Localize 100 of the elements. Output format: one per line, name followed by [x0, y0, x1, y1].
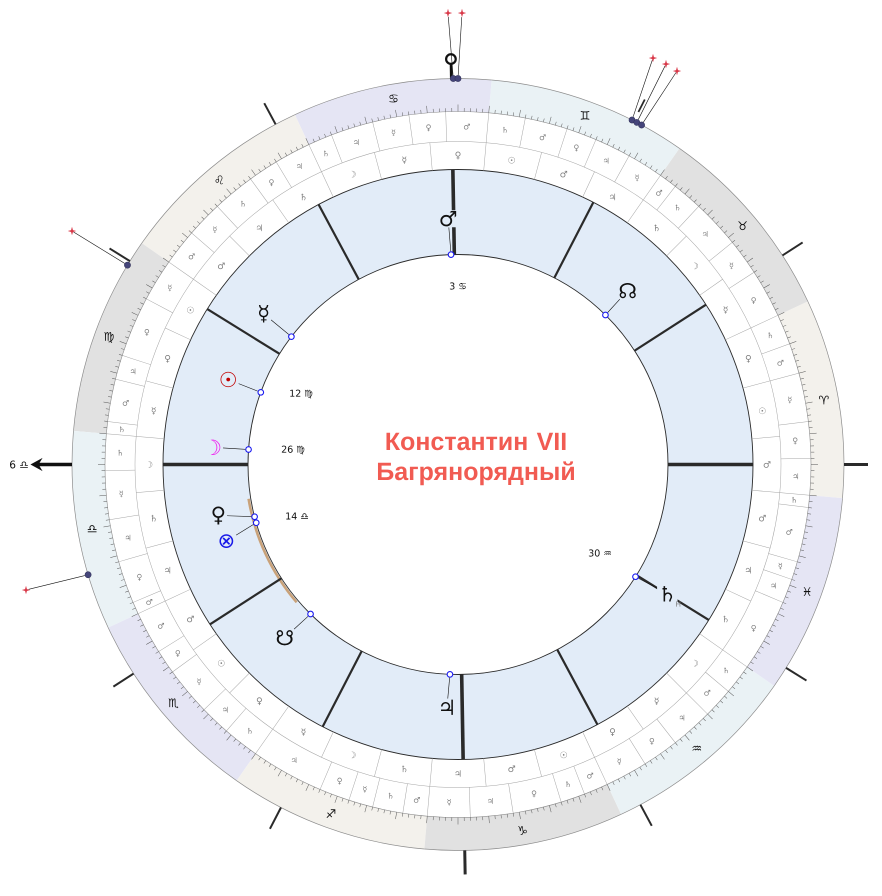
decan-symbol: ☉	[187, 306, 194, 314]
term-symbol: ♂	[587, 772, 594, 779]
term-symbol: ♄	[724, 667, 728, 674]
term-symbol: ♀	[792, 438, 798, 444]
decan-symbol: ☽	[352, 170, 356, 178]
term-symbol: ♂	[464, 124, 470, 130]
term-symbol: ♀	[269, 179, 274, 186]
star-marker	[458, 8, 466, 18]
leader-line	[270, 320, 290, 335]
term-symbol: ♄	[248, 728, 252, 734]
decan-symbol: ♃	[165, 566, 170, 574]
leader-line	[632, 60, 653, 118]
term-symbol: ♀	[751, 624, 756, 632]
decan-symbol: ☽	[694, 660, 698, 666]
decan-symbol: ☿	[402, 156, 406, 164]
term-symbol: ☿	[778, 562, 782, 570]
term-symbol: ♀	[176, 650, 180, 657]
decan-symbol: ♃	[455, 770, 461, 777]
decan-symbol: ♃	[256, 224, 262, 232]
decan-symbol: ♀	[746, 354, 751, 363]
decan-symbol: ♀	[256, 697, 262, 706]
star-marker	[672, 66, 682, 76]
star-marker	[662, 60, 670, 68]
term-symbol: ♃	[292, 757, 296, 764]
degree-label: 26 ♍	[282, 446, 304, 454]
term-symbol: ♃	[297, 163, 302, 169]
planet-symbol: ☋	[274, 629, 295, 646]
term-symbol: ♂	[158, 622, 164, 629]
decan-symbol: ☿	[302, 728, 306, 736]
decan-symbol: ♃	[746, 566, 751, 574]
degree-label: 30 ♒	[588, 549, 611, 557]
term-symbol: ☿	[120, 490, 124, 498]
decan-symbol: ☿	[724, 306, 728, 314]
planet-symbol: ☊	[618, 282, 638, 300]
term-symbol: ♃	[794, 473, 798, 480]
term-symbol: ☿	[168, 284, 172, 292]
leader-line	[448, 227, 452, 252]
leader-line	[236, 524, 254, 536]
leader-line	[226, 515, 252, 517]
decan-symbol: ☉	[218, 660, 225, 666]
term-symbol: ♄	[120, 426, 124, 432]
planet-symbol: ⊗	[216, 533, 236, 549]
term-symbol: ♃	[604, 158, 608, 164]
leader-line	[294, 616, 308, 630]
term-symbol: ♀	[137, 574, 142, 581]
zodiac-sign: ♈	[819, 396, 829, 404]
decan-symbol: ☉	[759, 408, 766, 414]
term-symbol: ♀	[337, 778, 342, 785]
decan-symbol: ♄	[301, 194, 306, 200]
term-symbol: ♂	[656, 190, 662, 196]
term-symbol: ♂	[786, 528, 792, 535]
decan-symbol: ♄	[152, 514, 156, 522]
term-symbol: ♃	[223, 706, 228, 713]
term-symbol: ♄	[388, 792, 392, 799]
decan-symbol: ☽	[694, 262, 698, 270]
leader-line	[643, 72, 676, 122]
decan-symbol: ♀	[455, 152, 461, 160]
decan-symbol: ♄	[724, 616, 728, 622]
chart-title: Константин VII Багрянорядный	[378, 432, 574, 486]
decan-symbol: ♀	[610, 728, 616, 736]
term-symbol: ♄	[566, 781, 570, 788]
leader-line	[238, 383, 258, 392]
term-symbol: ♃	[126, 534, 130, 541]
decan-symbol: ♂	[560, 170, 568, 178]
term-symbol: ♀	[751, 297, 756, 304]
term-symbol: ☿	[730, 262, 734, 270]
leader-line	[638, 578, 658, 588]
term-symbol: ♄	[118, 450, 122, 456]
term-symbol: ♀	[144, 329, 150, 336]
decan-symbol: ♄	[654, 224, 659, 232]
zodiac-sign: ♉	[738, 221, 747, 230]
decan-symbol: ☿	[152, 407, 156, 415]
decan-symbol: ♄	[402, 766, 406, 772]
term-symbol: ♄	[792, 496, 796, 503]
term-symbol: ♂	[540, 134, 546, 140]
decan-symbol: ♂	[218, 262, 225, 270]
decan-symbol: ☽	[148, 461, 152, 468]
decan-symbol: ♃	[610, 194, 616, 200]
term-symbol: ♂	[188, 253, 195, 260]
term-symbol: ♃	[130, 368, 136, 374]
zodiac-sign: ♍	[104, 332, 114, 343]
term-symbol: ♀	[574, 144, 579, 152]
degree-label: 12 ♍	[290, 390, 312, 398]
star-marker	[444, 8, 452, 18]
term-symbol: ♄	[324, 150, 328, 156]
decan-symbol: ♂	[758, 514, 766, 522]
decan-symbol: ♂	[764, 461, 770, 468]
term-symbol: ♂	[146, 599, 152, 605]
leader-line	[73, 232, 125, 264]
leader-line	[28, 575, 86, 590]
term-symbol: ♃	[771, 582, 776, 589]
term-symbol: ♄	[768, 332, 772, 338]
term-symbol: ♃	[354, 139, 359, 146]
leader-line	[448, 16, 454, 76]
leader-line	[458, 16, 462, 76]
planet-symbol: ☉	[218, 371, 238, 388]
zodiac-sign: ♓	[804, 587, 811, 596]
decan-symbol: ☉	[508, 156, 515, 164]
planet-symbol: ♀	[210, 506, 227, 526]
zodiac-sign: ♏	[168, 698, 178, 708]
